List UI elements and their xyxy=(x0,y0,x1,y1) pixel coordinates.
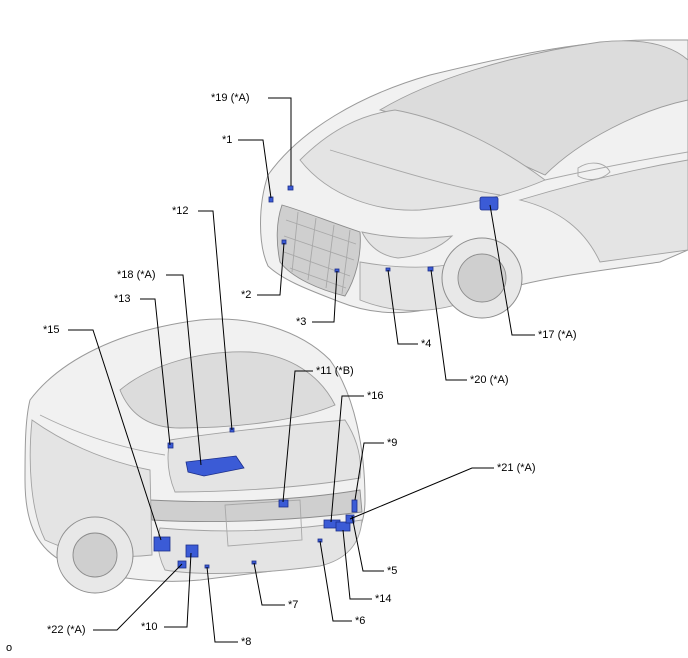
callout-5: *5 xyxy=(387,565,398,577)
leader-6 xyxy=(319,540,352,622)
front-beltline xyxy=(544,151,688,181)
component-10 xyxy=(185,544,199,558)
grille-mesh-1 xyxy=(283,219,357,289)
leader-12 xyxy=(198,210,233,431)
leader-7 xyxy=(253,562,285,606)
callout-19: *19 (*A) xyxy=(211,92,250,104)
rear-trunk-lid xyxy=(167,419,361,493)
rear-wheel-hub xyxy=(72,532,118,578)
leader-10 xyxy=(164,552,192,628)
component-19 xyxy=(287,185,294,191)
callout-3: *3 xyxy=(296,316,307,328)
callout-6: *6 xyxy=(355,615,366,627)
leader-14 xyxy=(342,529,372,600)
rear-beltline xyxy=(39,414,166,456)
leader-lines xyxy=(68,97,535,643)
leader-19 xyxy=(268,97,292,186)
leader-11 xyxy=(282,370,313,503)
callout-14: *14 xyxy=(375,593,392,605)
callout-13: *13 xyxy=(114,293,131,305)
callout-12: *12 xyxy=(172,205,189,217)
leader-17 xyxy=(489,204,535,336)
leader-18 xyxy=(166,274,202,466)
leader-2 xyxy=(257,242,285,296)
front-grille xyxy=(276,204,361,297)
rear-vehicle xyxy=(24,318,366,594)
callout-17: *17 (*A) xyxy=(538,329,577,341)
license-plate-recess xyxy=(224,499,303,547)
callout-8: *8 xyxy=(241,636,252,648)
leader-4 xyxy=(387,269,418,345)
component-9 xyxy=(351,499,358,513)
callout-21: *21 (*A) xyxy=(497,462,536,474)
leader-3 xyxy=(312,270,338,323)
callout-4: *4 xyxy=(421,338,432,350)
rear-window xyxy=(119,351,336,429)
callout-20: *20 (*A) xyxy=(470,374,509,386)
callout-15: *15 xyxy=(43,324,60,336)
front-vehicle xyxy=(260,39,688,319)
callout-11: *11 (*B) xyxy=(316,365,354,377)
callout-10: *10 xyxy=(141,621,158,633)
leader-15 xyxy=(68,329,162,541)
leader-1 xyxy=(238,139,272,199)
hood-crease xyxy=(329,149,501,196)
leader-13 xyxy=(140,298,171,446)
front-wheel-hub xyxy=(457,253,507,303)
front-mirror xyxy=(577,162,611,180)
grille-mesh-2 xyxy=(291,211,351,295)
component-13 xyxy=(167,442,174,449)
leader-20 xyxy=(430,269,467,381)
leader-21 xyxy=(349,467,494,520)
callout-2: *2 xyxy=(241,289,252,301)
component-17 xyxy=(479,196,499,211)
corner-mark: o xyxy=(6,642,13,654)
callout-22: *22 (*A) xyxy=(47,624,86,636)
callout-9: *9 xyxy=(387,437,398,449)
callout-1: *1 xyxy=(222,134,233,146)
component-20 xyxy=(427,266,434,272)
leader-22 xyxy=(93,563,183,631)
leader-8 xyxy=(206,566,238,643)
callout-18: *18 (*A) xyxy=(117,269,156,281)
component-15 xyxy=(153,536,171,552)
callout-7: *7 xyxy=(288,599,299,611)
leader-5 xyxy=(351,515,384,572)
leader-9 xyxy=(354,442,384,501)
callout-16: *16 xyxy=(367,390,384,402)
rear-taillight-band xyxy=(149,489,363,523)
leader-16 xyxy=(330,395,364,523)
front-headlight xyxy=(361,231,454,259)
